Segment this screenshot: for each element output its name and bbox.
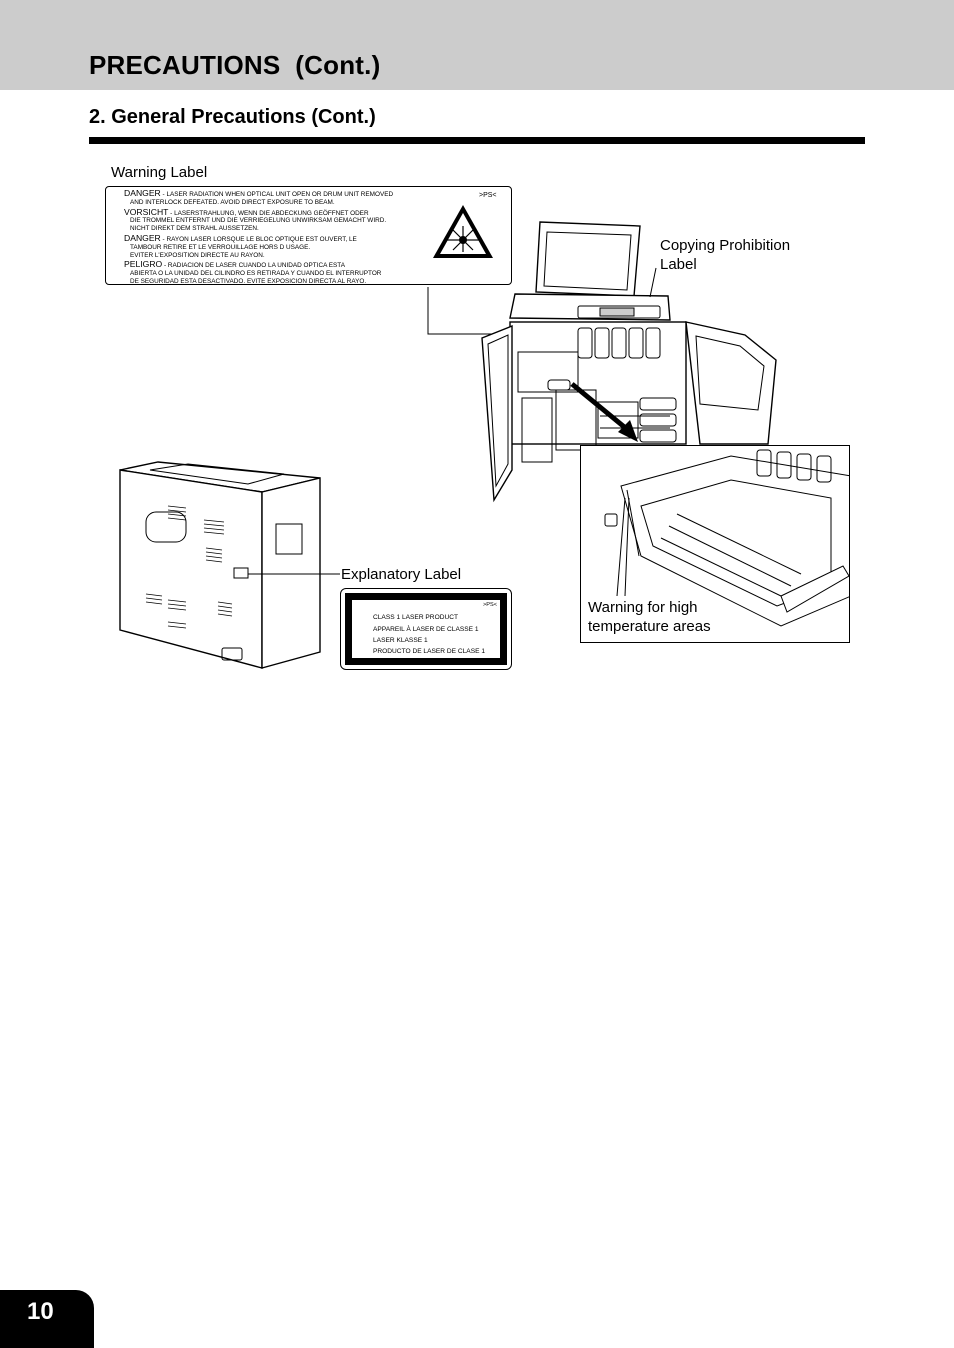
page-number: 10 (27, 1298, 54, 1325)
explanatory-line-2: APPAREIL À LASER DE CLASSE 1 (373, 626, 479, 633)
explanatory-line-1: CLASS 1 LASER PRODUCT (373, 614, 459, 621)
page-number-tab: 10 (0, 1290, 94, 1348)
warning-label: DANGER - LASER RADIATION WHEN OPTICAL UN… (105, 186, 512, 285)
copying-prohibition-label-caption: Copying Prohibition Label (660, 237, 791, 273)
fuser-unit-illustration (604, 449, 849, 627)
section-title: 2. General Precautions (Cont.) (89, 106, 376, 128)
warning-label-caption: Warning Label (111, 164, 208, 181)
header-band (0, 0, 954, 90)
section-rule (89, 137, 865, 144)
explanatory-label-code: >PS< (483, 602, 497, 608)
warning-label-text: DANGER - LASER RADIATION WHEN OPTICAL UN… (124, 188, 394, 285)
explanatory-label: >PS< CLASS 1 LASER PRODUCT APPAREIL À LA… (340, 588, 512, 670)
warning-label-code: >PS< (479, 192, 497, 199)
page-title: PRECAUTIONS (Cont.) (89, 50, 381, 80)
explanatory-label-caption: Explanatory Label (341, 566, 462, 583)
high-temperature-inset: Warning for high temperature areas (580, 445, 850, 643)
explanatory-line-3: LASER KLASSE 1 (373, 637, 428, 644)
laser-hazard-icon (433, 205, 493, 258)
high-temperature-caption: Warning for high temperature areas (588, 599, 711, 635)
explanatory-line-4: PRODUCTO DE LASER DE CLASE 1 (373, 648, 486, 655)
